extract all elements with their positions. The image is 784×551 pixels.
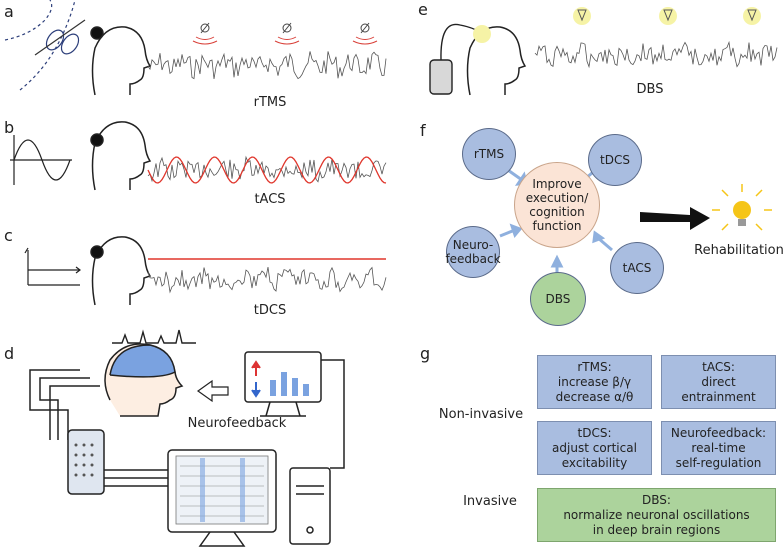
- big-arrow-icon: [640, 207, 710, 230]
- panel-label-a: a: [4, 2, 14, 21]
- panel-label-e: e: [418, 0, 428, 19]
- caption-tdcs: tDCS: [253, 303, 287, 318]
- hub-neurofeedback: Neuro- feedback: [445, 226, 501, 278]
- monitor-bars: [270, 372, 309, 396]
- caption-tacs: tACS: [254, 192, 286, 207]
- panel-label-b: b: [4, 118, 15, 137]
- caption-neurofeedback: Neurofeedback: [187, 416, 287, 431]
- eeg-trace-b: [147, 155, 387, 183]
- keyboard-dots: [74, 443, 94, 477]
- outcome-rehabilitation: Rehabilitation: [694, 243, 784, 258]
- hub-tdcs: tDCS: [588, 134, 642, 186]
- head-with-eeg-cap: [104, 343, 184, 417]
- lightbulb-icon: [712, 184, 772, 231]
- dbs-device-icon: [429, 23, 479, 95]
- hub-rtms: rTMS: [462, 128, 516, 180]
- head-icon-a: [90, 26, 152, 96]
- hub-dbs: DBS: [530, 272, 586, 326]
- eeg-line-above-head: [112, 329, 196, 344]
- tms-coil-icon: [4, 0, 86, 91]
- dc-icon: [24, 247, 81, 286]
- pulse-icons: [192, 22, 378, 45]
- electrode-tips: [577, 9, 757, 22]
- head-icon-b: [90, 121, 152, 191]
- box-tdcs: tDCS: adjust cortical excitability: [537, 421, 652, 475]
- caption-rtms: rTMS: [253, 95, 287, 110]
- box-tacs: tACS: direct entrainment: [661, 355, 776, 409]
- row-invasive: Invasive: [463, 494, 517, 509]
- hub-tacs: tACS: [610, 242, 664, 294]
- eeg-trace-a: [147, 51, 387, 80]
- up-down-arrows: [251, 360, 261, 398]
- hub-center: Improve execution/ cognition function: [514, 162, 600, 248]
- box-rtms: rTMS: increase β/γ decrease α/θ: [537, 355, 652, 409]
- head-icon-c: [90, 236, 152, 306]
- tacs-sine-overlay: [147, 156, 387, 184]
- panel-label-c: c: [4, 226, 13, 245]
- box-dbs: DBS: normalize neuronal oscillations in …: [537, 488, 776, 542]
- caption-dbs: DBS: [636, 82, 664, 97]
- panel-label-f: f: [420, 121, 426, 140]
- open-arrow-icon: [196, 379, 229, 403]
- eeg-trace-c: [147, 266, 387, 294]
- electrode-icons: [573, 7, 761, 25]
- box-neurofeedback: Neurofeedback: real-time self-regulation: [661, 421, 776, 475]
- panel-label-g: g: [420, 344, 431, 363]
- sine-wave-icon: [10, 135, 72, 185]
- head-icon-e: [466, 26, 527, 96]
- row-noninvasive: Non-invasive: [438, 407, 524, 422]
- eeg-screen-lines: [180, 458, 264, 522]
- panel-label-d: d: [4, 344, 15, 363]
- eeg-trace-e: [534, 40, 778, 69]
- brain-glow: [473, 25, 491, 43]
